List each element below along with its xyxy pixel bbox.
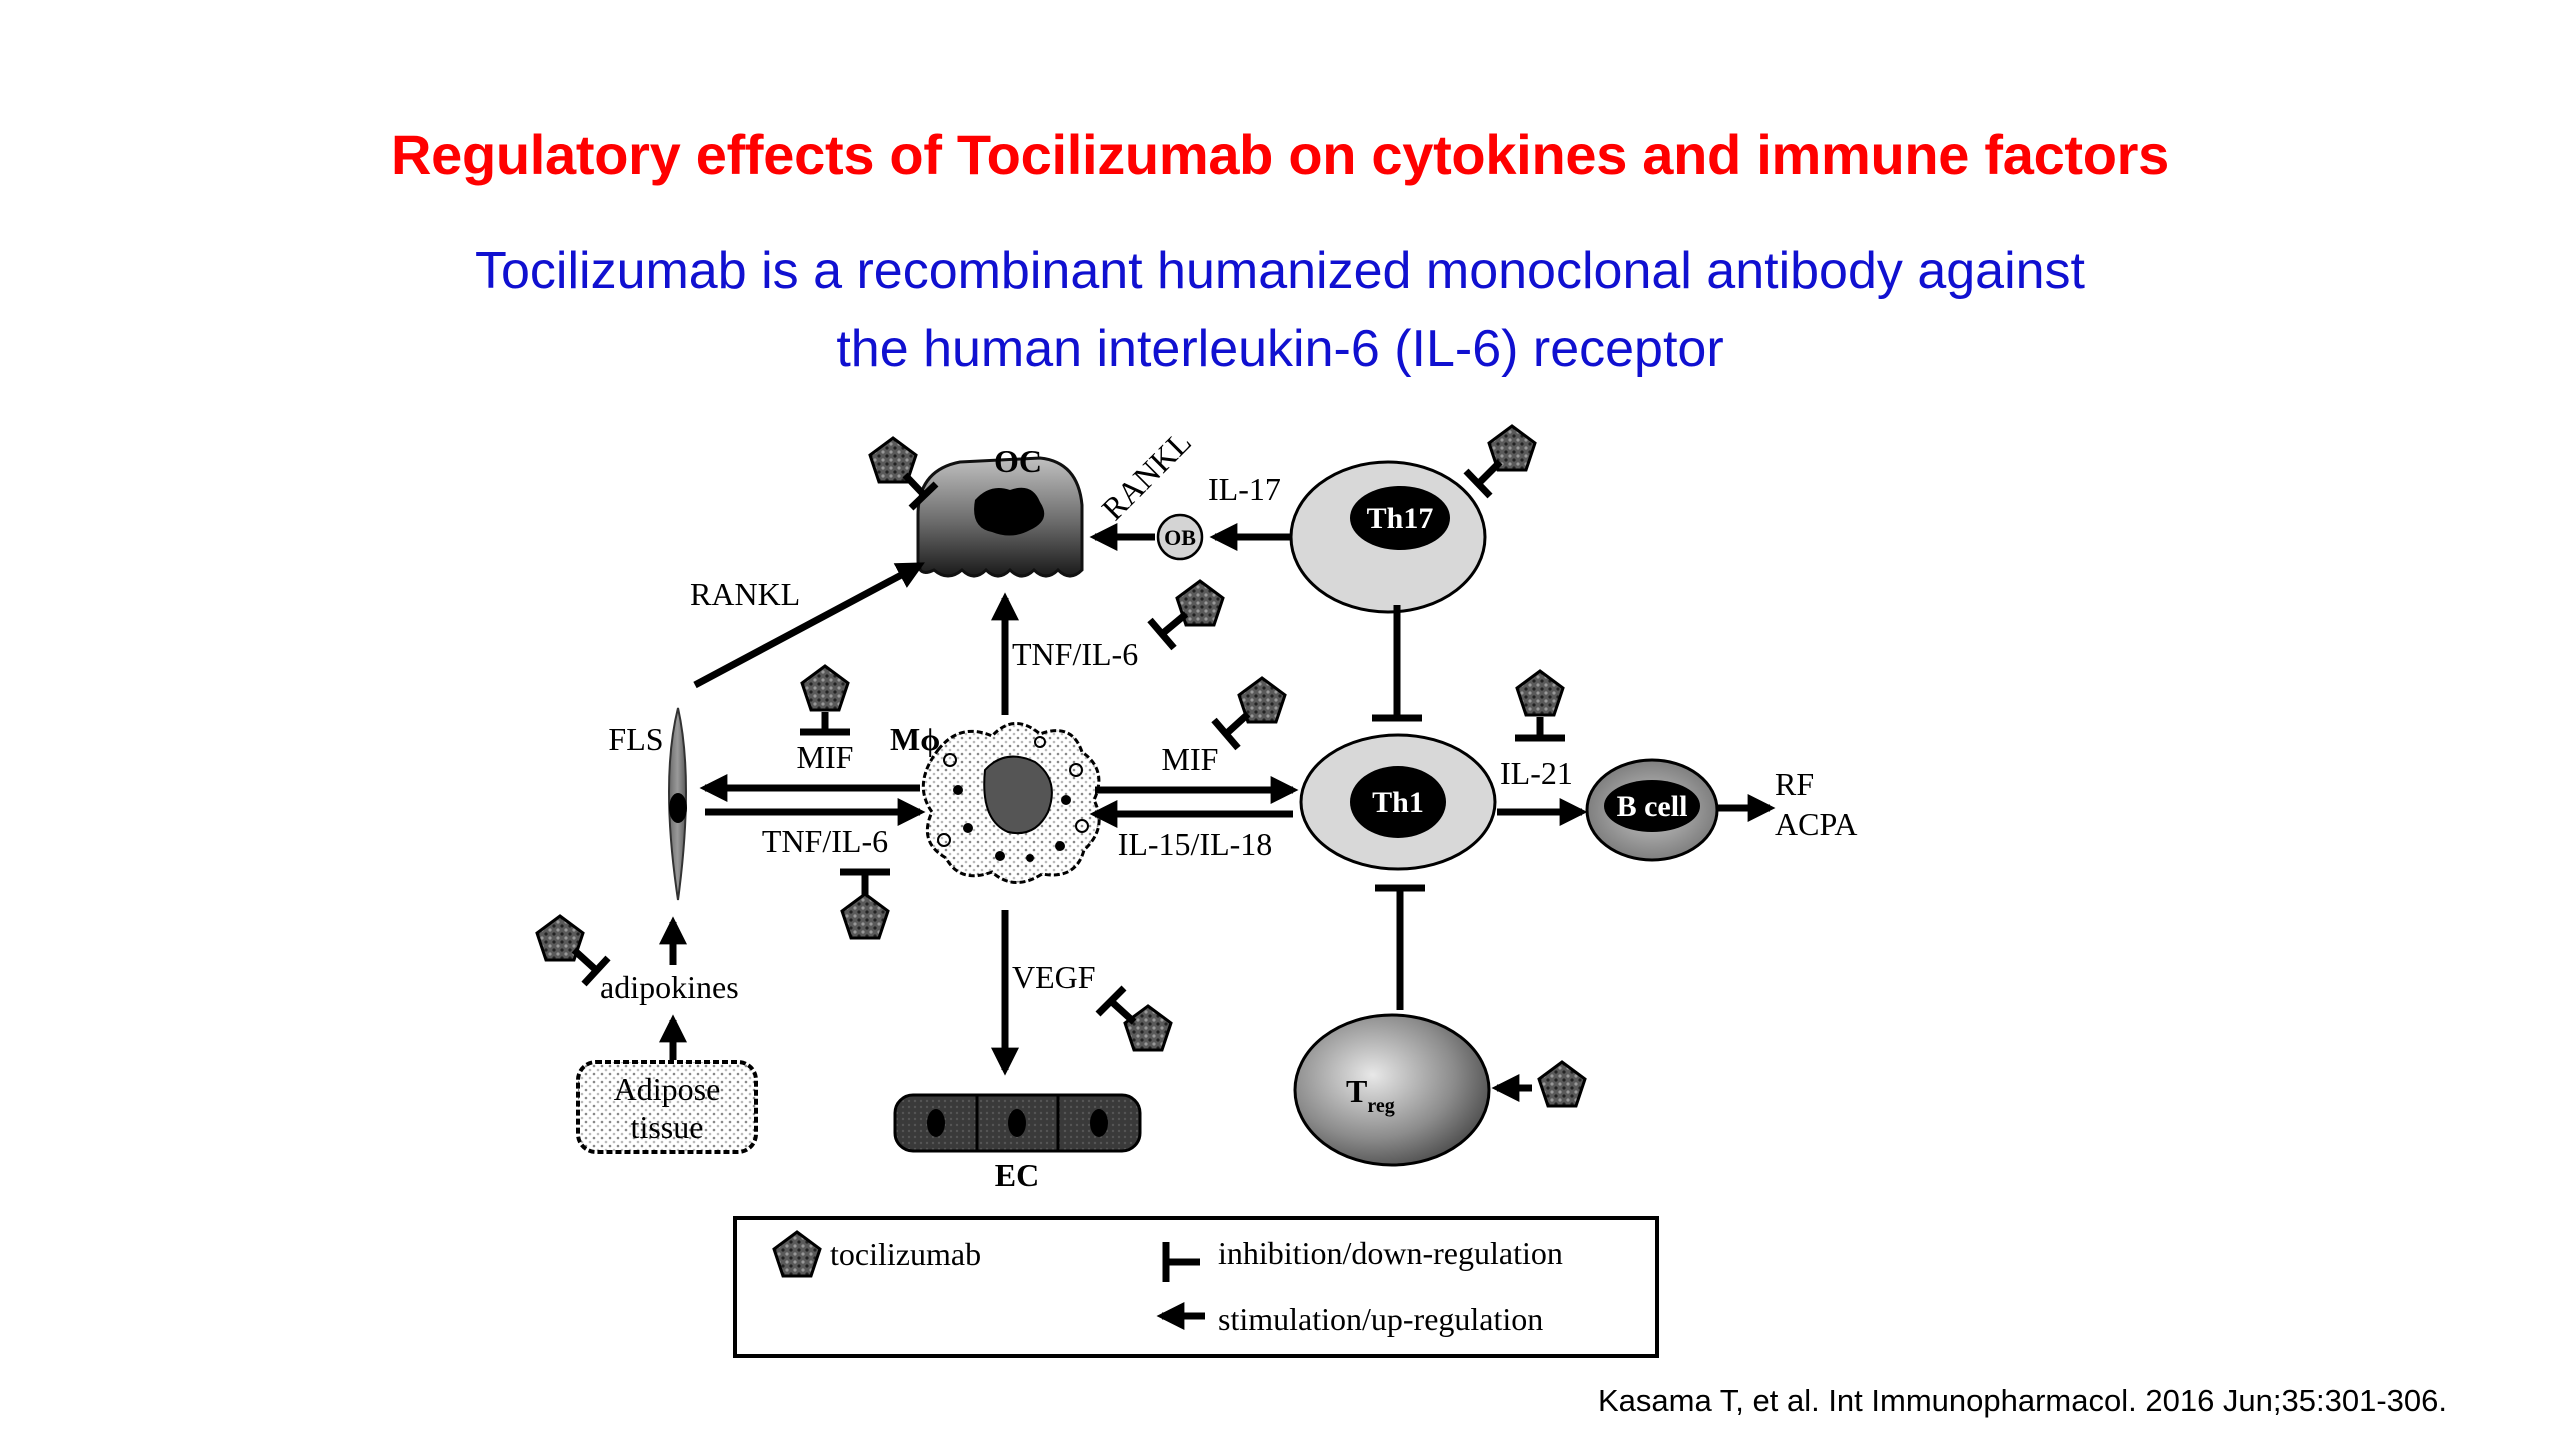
legend-tocilizumab-label: tocilizumab [830,1236,981,1272]
osteoclast-cell [916,456,1084,578]
ob-label: OB [1164,525,1196,550]
il15-il18-label: IL-15/IL-18 [1118,826,1273,862]
mif-right-label: MIF [1162,741,1219,777]
tocilizumab-icon [1515,669,1565,717]
adipose-line1: Adipose [614,1071,721,1107]
treg-label: Treg [1346,1073,1395,1117]
rf-label: RF [1775,766,1814,802]
legend: tocilizumab inhibition/down-regulation s… [733,1216,1659,1358]
vegf-label: VEGF [1012,959,1096,995]
tnf-il6-up-label: TNF/IL-6 [1012,636,1138,672]
bcell-label: B cell [1617,790,1688,823]
tocilizumab-icon [800,664,850,712]
legend-inhibition-label: inhibition/down-regulation [1218,1235,1563,1271]
th17-label: Th17 [1367,502,1434,535]
tnf-il6-left-label: TNF/IL-6 [762,823,888,859]
citation: Kasama T, et al. Int Immunopharmacol. 20… [1598,1383,2447,1418]
rankl-fls-label: RANKL [690,576,800,612]
legend-stimulation-label: stimulation/up-regulation [1218,1301,1543,1337]
osteoblast-cell [1156,513,1204,561]
adipose-tissue-box [576,1060,758,1154]
slide-subtitle-line1: Tocilizumab is a recombinant humanized m… [474,242,2086,300]
rankl-ob-label: RANKL [1094,424,1197,527]
adipokines-label: adipokines [600,969,739,1005]
adipose-line2: tissue [631,1109,704,1145]
macrophage-label: Mϕ [890,721,940,757]
endothelial-cells [893,1093,1142,1153]
arrow-fls-to-oc [693,561,925,689]
oc-label: OC [994,443,1042,479]
mif-left-label: MIF [797,739,854,775]
acpa-label: ACPA [1775,806,1857,842]
il17-label: IL-17 [1208,471,1281,507]
slide-subtitle-line2: the human interleukin-6 (IL-6) receptor [836,320,1724,378]
tocilizumab-icon [840,892,890,940]
macrophage-cell [921,722,1101,884]
tocilizumab-icon [1537,1060,1587,1108]
tocilizumab-icon [1123,1004,1173,1052]
ec-label: EC [995,1157,1039,1193]
slide-title: Regulatory effects of Tocilizumab on cyt… [390,123,2170,186]
treg-cell [1293,1013,1491,1167]
il21-label: IL-21 [1500,755,1573,791]
fls-label: FLS [608,721,663,757]
inhibition-bar [902,472,928,499]
th1-label: Th1 [1372,786,1424,819]
